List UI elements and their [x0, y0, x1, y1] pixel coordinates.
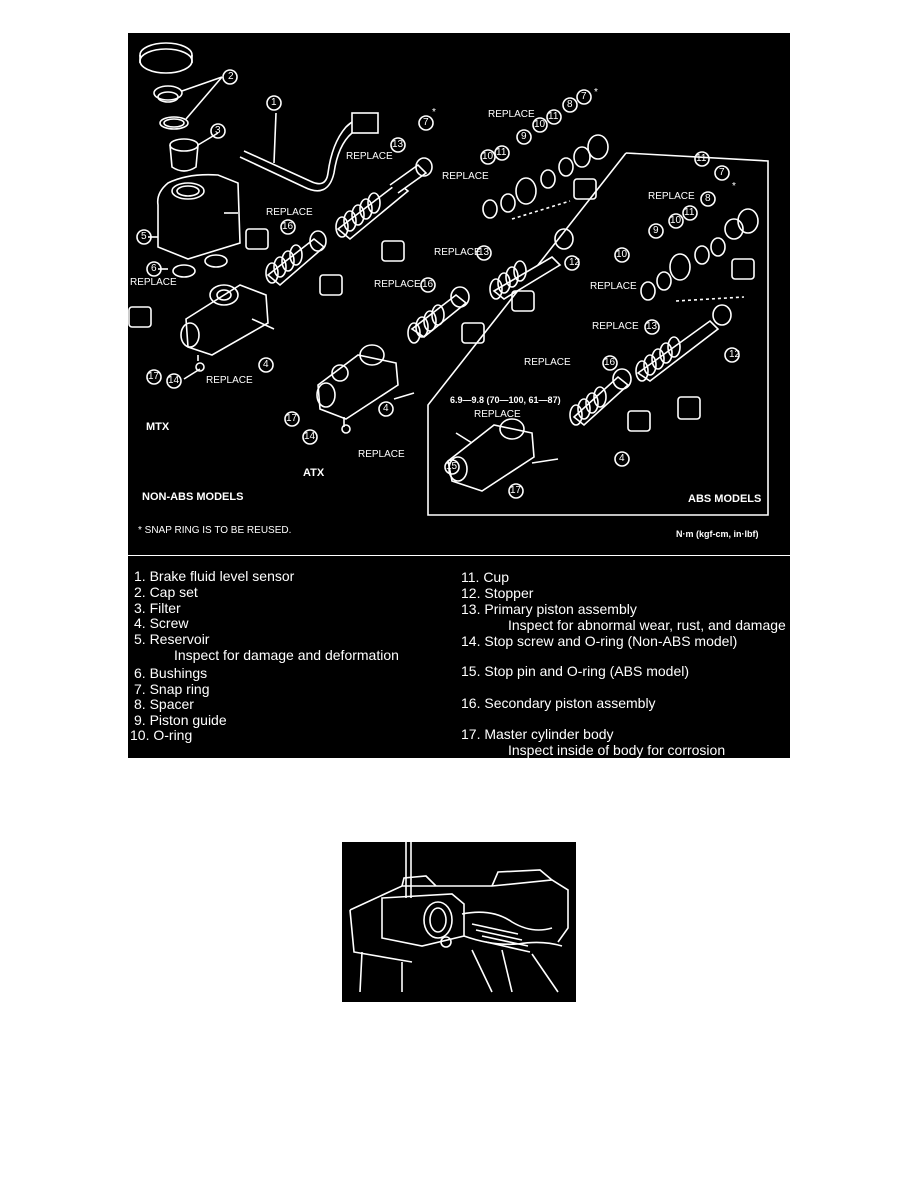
star-7-a: * — [432, 107, 436, 118]
callout-15: 15 — [446, 461, 458, 472]
spring-e — [635, 336, 681, 382]
callout-17-abs: 17 — [510, 485, 522, 496]
callout-7-c: 7 — [719, 167, 725, 178]
star-7-b: * — [594, 87, 598, 98]
callout-14-atx: 14 — [304, 431, 316, 442]
unit-note: N·m (kgf-cm, in·lbf) — [676, 529, 759, 539]
callout-1: 1 — [271, 97, 277, 108]
replace-label-15: REPLACE — [474, 409, 521, 420]
legend-item: 14. Stop screw and O-ring (Non-ABS model… — [461, 633, 738, 649]
replace-label-10-b: REPLACE — [488, 109, 535, 120]
callout-17-mtx: 17 — [148, 371, 160, 382]
spring-a — [335, 192, 381, 238]
exploded-view-figure: 2 3 1 5 6 4 17 14 7 13 16 10 11 9 10 11 … — [128, 33, 790, 758]
callout-12-b: 12 — [729, 349, 741, 360]
callout-13-c: 13 — [646, 321, 658, 332]
replace-label-16-b: REPLACE — [374, 279, 421, 290]
replace-label-13-a: REPLACE — [346, 151, 393, 162]
replace-label-bushings: REPLACE — [130, 277, 177, 288]
legend-item: 13. Primary piston assembly — [461, 601, 637, 617]
replace-label-8: REPLACE — [648, 191, 695, 202]
callout-10-a: 10 — [482, 151, 494, 162]
callout-10-d: 10 — [616, 249, 628, 260]
legend-item: 7. Snap ring — [134, 681, 210, 697]
legend-item: 4. Screw — [134, 615, 189, 631]
legend-item: 3. Filter — [134, 600, 181, 616]
callout-2: 2 — [228, 71, 234, 82]
replace-label-atx-screw: REPLACE — [358, 449, 405, 460]
replace-label-mtx-screw: REPLACE — [206, 375, 253, 386]
replace-label-16-a: REPLACE — [266, 207, 313, 218]
star-7-c: * — [732, 181, 736, 192]
callout-11-a: 11 — [496, 147, 507, 158]
callout-11-c: 11 — [684, 207, 695, 218]
spring-b — [265, 244, 303, 284]
abs-section-frame — [427, 152, 769, 516]
legend-item: 2. Cap set — [134, 584, 198, 600]
callout-8-b: 8 — [705, 193, 711, 204]
legend-item: 17. Master cylinder body — [461, 726, 614, 742]
callout-8-a: 8 — [567, 99, 573, 110]
replace-label-16-c: REPLACE — [524, 357, 571, 368]
callout-4-abs: 4 — [619, 453, 625, 464]
callout-10-b: 10 — [534, 119, 546, 130]
callout-16-b: 16 — [422, 279, 434, 290]
spring-f — [569, 386, 607, 426]
callout-13-b: 13 — [478, 247, 490, 258]
callout-9-b: 9 — [653, 225, 659, 236]
torque-spec: 6.9—9.8 (70—100, 61—87) — [450, 395, 561, 405]
callout-12-a: 12 — [569, 257, 581, 268]
callout-circles — [136, 69, 740, 499]
callout-16-c: 16 — [604, 357, 616, 368]
piston-removal-drawing — [349, 842, 569, 993]
legend-item: 10. O-ring — [130, 727, 193, 743]
snap-ring-note: * SNAP RING IS TO BE REUSED. — [138, 525, 292, 536]
spring-c — [489, 260, 527, 300]
callout-4-mtx: 4 — [263, 359, 269, 370]
brake-fluid-bottles — [128, 178, 755, 432]
legend-item: 9. Piston guide — [134, 712, 227, 728]
legend-item: 1. Brake fluid level sensor — [134, 568, 295, 584]
mtx-label: MTX — [146, 421, 170, 433]
legend-item: 16. Secondary piston assembly — [461, 695, 656, 711]
callout-5: 5 — [141, 231, 147, 242]
callout-13-a: 13 — [392, 139, 404, 150]
spring-d — [407, 304, 445, 344]
callout-17-atx: 17 — [286, 413, 298, 424]
legend-divider — [128, 555, 790, 556]
legend-item: 8. Spacer — [134, 696, 194, 712]
callout-16-a: 16 — [282, 221, 294, 232]
callout-10-c: 10 — [670, 215, 682, 226]
legend-subitem: Inspect for damage and deformation — [174, 647, 399, 663]
legend-item: 5. Reservoir — [134, 631, 210, 647]
legend-subitem: Inspect for abnormal wear, rust, and dam… — [508, 617, 786, 633]
callout-4-atx: 4 — [383, 403, 389, 414]
legend-subitem: Inspect inside of body for corrosion — [508, 742, 726, 758]
replace-label-13-c: REPLACE — [592, 321, 639, 332]
callout-9-a: 9 — [521, 131, 527, 142]
callout-7-b: 7 — [581, 91, 587, 102]
legend-item: 15. Stop pin and O-ring (ABS model) — [461, 663, 690, 679]
abs-models-label: ABS MODELS — [688, 493, 762, 505]
callout-14-mtx: 14 — [168, 375, 180, 386]
callout-6: 6 — [151, 263, 157, 274]
callout-7-a: 7 — [423, 117, 429, 128]
piston-removal-illustration — [342, 842, 576, 1002]
replace-label-13-b: REPLACE — [434, 247, 481, 258]
non-abs-models-label: NON-ABS MODELS — [142, 491, 244, 503]
callout-3: 3 — [215, 125, 221, 136]
callout-11-d: 11 — [696, 153, 707, 164]
replace-label-10-a: REPLACE — [442, 171, 489, 182]
legend-item: 6. Bushings — [134, 665, 208, 681]
legend-item: 12. Stopper — [461, 585, 534, 601]
atx-label: ATX — [303, 467, 325, 479]
legend-item: 11. Cup — [461, 569, 509, 585]
replace-label-10-c: REPLACE — [590, 281, 637, 292]
callout-11-b: 11 — [548, 111, 559, 122]
exploded-view-drawing — [128, 42, 769, 516]
